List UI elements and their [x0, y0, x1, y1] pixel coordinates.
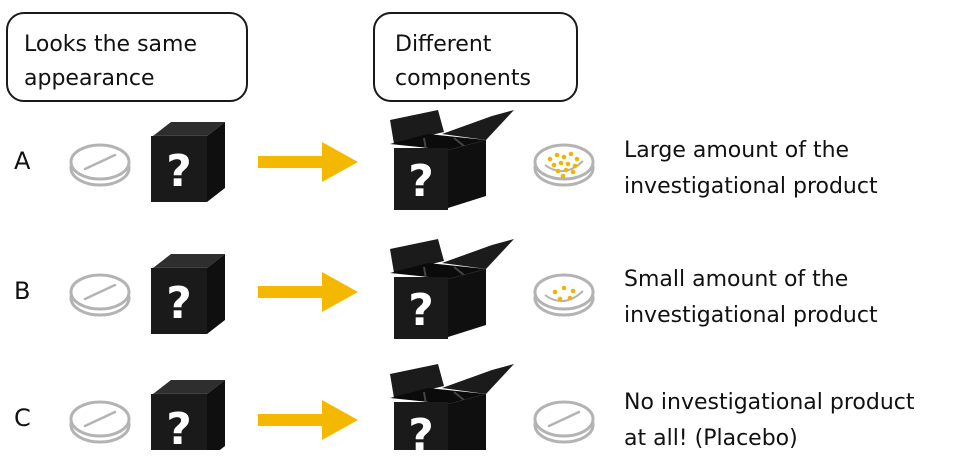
- svg-text:?: ?: [408, 156, 434, 207]
- row-description-line2: investigational product: [624, 303, 878, 328]
- arrow-right-icon: [258, 400, 358, 440]
- row-description: Small amount of the investigational prod…: [624, 262, 878, 334]
- pill-placebo-icon: [533, 400, 595, 444]
- open-mystery-box-icon: ?: [390, 239, 514, 339]
- row-description-line1: No investigational product: [624, 390, 915, 415]
- closed-mystery-box-icon: ?: [151, 254, 225, 334]
- row-label: A: [14, 147, 31, 175]
- pill-icon: [69, 143, 131, 187]
- row-description-line1: Small amount of the: [624, 267, 849, 292]
- svg-text:?: ?: [166, 146, 192, 197]
- closed-mystery-box-icon: ?: [151, 380, 225, 450]
- pill-icon: [69, 273, 131, 317]
- callout-different-components-line1: Different: [395, 32, 492, 57]
- row-description-line1: Large amount of the: [624, 138, 850, 163]
- callout-same-appearance: Looks the same appearance: [6, 12, 248, 102]
- svg-text:?: ?: [408, 285, 434, 336]
- pill-icon: [69, 400, 131, 444]
- pill-large-amount-icon: [533, 143, 595, 187]
- arrow-right-icon: [258, 142, 358, 182]
- open-mystery-box-icon: ?: [390, 110, 514, 210]
- row-label: B: [14, 277, 31, 305]
- callout-different-components: Different components: [373, 12, 578, 102]
- callout-same-appearance-line1: Looks the same: [24, 32, 197, 57]
- row-description-line2: investigational product: [624, 174, 878, 199]
- open-mystery-box-icon: ?: [390, 364, 514, 450]
- svg-text:?: ?: [408, 410, 434, 450]
- pill-small-amount-icon: [533, 273, 595, 317]
- closed-mystery-box-icon: ?: [151, 122, 225, 202]
- row-description: Large amount of the investigational prod…: [624, 133, 878, 205]
- arrow-right-icon: [258, 272, 358, 312]
- row-description: No investigational product at all! (Plac…: [624, 385, 915, 457]
- row-label: C: [14, 404, 31, 432]
- callout-different-components-line2: components: [395, 66, 531, 91]
- callout-same-appearance-line2: appearance: [24, 66, 155, 91]
- svg-text:?: ?: [166, 278, 192, 329]
- svg-text:?: ?: [166, 404, 192, 450]
- row-description-line2: at all! (Placebo): [624, 426, 798, 451]
